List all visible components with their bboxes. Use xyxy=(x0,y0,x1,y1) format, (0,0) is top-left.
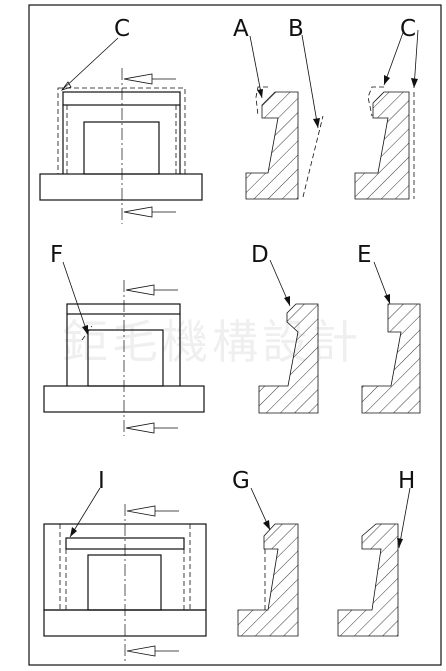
row1-section-c: C xyxy=(354,16,419,200)
row1-section-b: B xyxy=(288,16,324,198)
label-g: G xyxy=(232,468,250,494)
label-f: F xyxy=(50,242,63,268)
label-e: E xyxy=(357,242,372,268)
label-i: I xyxy=(98,468,105,494)
row1-front-view: C xyxy=(39,16,203,224)
outer-frame xyxy=(28,4,442,666)
row2-section-d: D xyxy=(251,242,319,414)
row3-front-view: I xyxy=(43,468,207,662)
row1-base-plate xyxy=(39,173,203,201)
row2-section-e: E xyxy=(357,242,421,414)
label-c-row1-front: C xyxy=(114,16,130,42)
row1-core-block xyxy=(83,121,160,175)
row3-section-h: H xyxy=(337,468,415,637)
row1-dashed-outline xyxy=(57,87,186,175)
row3-core-block xyxy=(87,554,162,611)
row3-section-g: G xyxy=(232,468,299,637)
row2-core-block xyxy=(87,329,164,387)
label-d: D xyxy=(251,242,269,268)
row1-section-a: A xyxy=(233,16,299,200)
row1-top-plate xyxy=(62,91,181,106)
label-h: H xyxy=(398,468,415,494)
row2-top-plate xyxy=(66,303,181,315)
label-a: A xyxy=(233,16,249,42)
row2-front-view: F xyxy=(43,242,205,436)
label-c-row1-section: C xyxy=(400,16,416,42)
label-b: B xyxy=(288,16,304,42)
